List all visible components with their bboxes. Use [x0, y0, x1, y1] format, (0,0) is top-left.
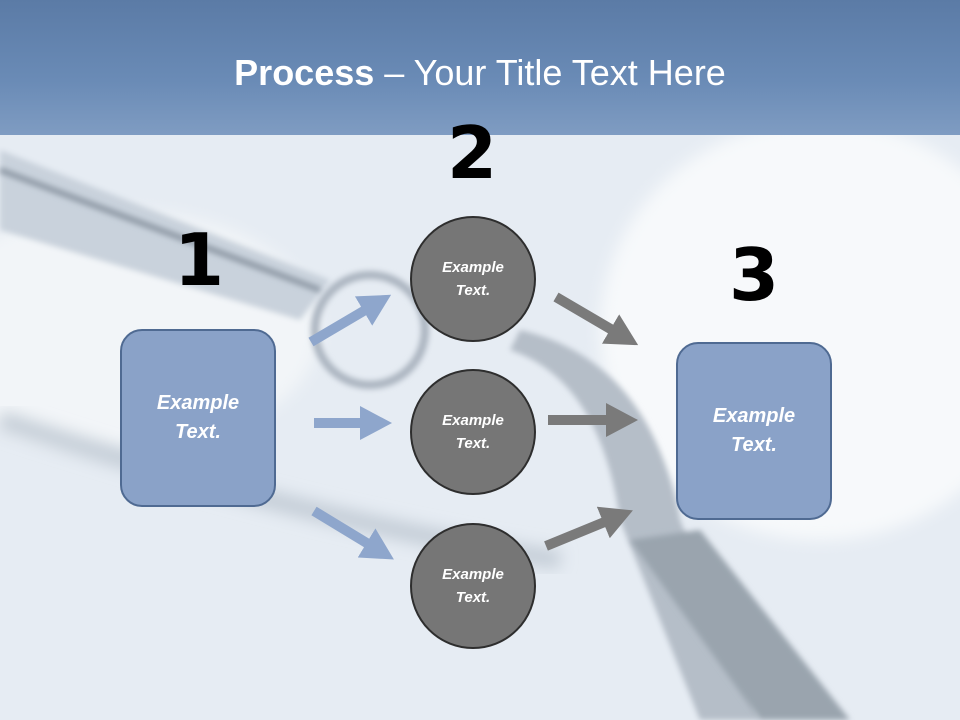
- step-2-circle-top: Example Text.: [410, 216, 536, 342]
- step-number-1: 1: [173, 218, 225, 302]
- circle-bottom-text: Example Text.: [442, 565, 504, 606]
- arrow-box1-to-circle-top: [308, 294, 392, 347]
- title-rest: – Your Title Text Here: [374, 52, 726, 93]
- slide-title: Process – Your Title Text Here: [0, 52, 960, 94]
- step-number-2: 2: [446, 111, 498, 195]
- step-3-text: Example Text.: [712, 405, 796, 456]
- arrow-circle-top-to-box3: [553, 292, 639, 346]
- step-2-circle-bottom: Example Text.: [410, 523, 536, 649]
- title-bold: Process: [234, 52, 375, 93]
- step-number-3: 3: [728, 233, 780, 317]
- step-3-box: Example Text.: [676, 342, 832, 520]
- step-2-circle-middle: Example Text.: [410, 369, 536, 495]
- step-1-box: Example Text.: [120, 329, 276, 507]
- title-band: [0, 0, 960, 135]
- circle-top-text: Example Text.: [442, 258, 504, 299]
- step-1-text: Example Text.: [156, 392, 240, 443]
- arrow-circle-bottom-to-box3: [544, 506, 633, 551]
- arrow-box1-to-circle-bottom: [311, 506, 394, 560]
- circle-middle-text: Example Text.: [442, 411, 504, 452]
